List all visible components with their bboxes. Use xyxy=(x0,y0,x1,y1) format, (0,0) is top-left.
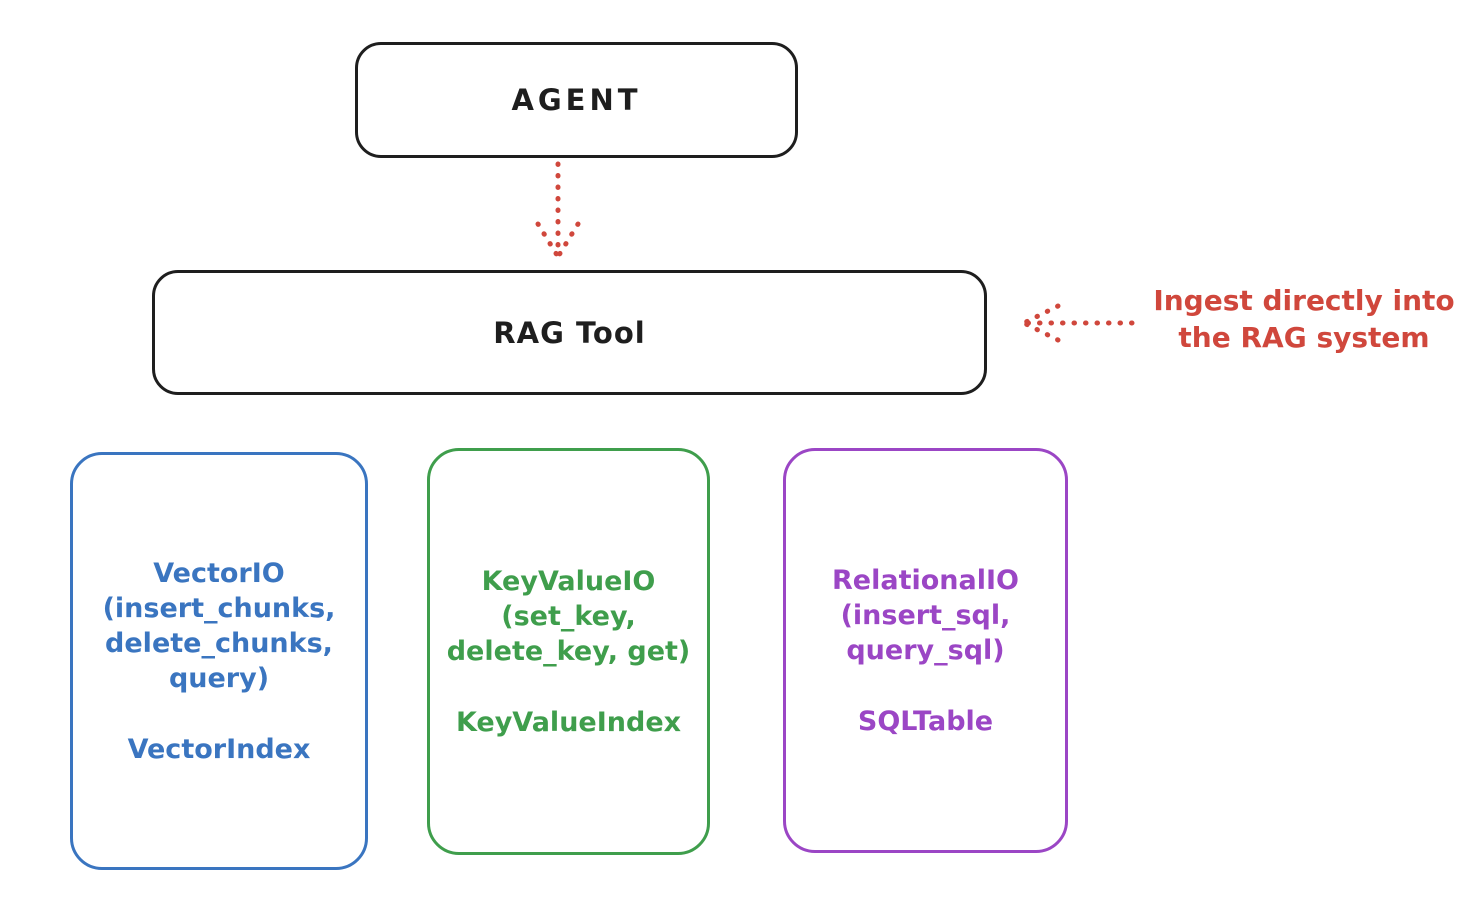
ingest-arrow-icon xyxy=(1021,303,1135,343)
keyvalue-index-label: KeyValueIndex xyxy=(455,706,682,738)
relational-io-line: query_sql) xyxy=(846,634,1005,666)
vector-io-line: query) xyxy=(168,662,270,694)
vector-io-line: delete_chunks, xyxy=(105,627,333,659)
ingest-annotation: Ingest directly into the RAG system xyxy=(1136,282,1472,356)
keyvalue-io-lines: KeyValueIO (set_key, delete_key, get) xyxy=(447,564,691,669)
relational-io-line: (insert_sql, xyxy=(840,599,1011,631)
agent-node: AGENT xyxy=(355,42,798,158)
vector-io-node: VectorIO (insert_chunks, delete_chunks, … xyxy=(70,452,368,870)
keyvalue-io-line: KeyValueIO xyxy=(481,565,656,597)
vector-io-line: (insert_chunks, xyxy=(102,592,336,624)
vector-index-label: VectorIndex xyxy=(127,733,311,765)
ingest-annotation-line1: Ingest directly into xyxy=(1153,284,1455,317)
agent-to-ragtool-arrow-icon xyxy=(535,161,581,258)
relational-io-lines: RelationalIO (insert_sql, query_sql) xyxy=(832,563,1019,668)
rag-tool-node-label: RAG Tool xyxy=(493,315,646,350)
rag-tool-node: RAG Tool xyxy=(152,270,987,395)
ingest-annotation-line2: the RAG system xyxy=(1178,321,1430,354)
relational-io-node: RelationalIO (insert_sql, query_sql) SQL… xyxy=(783,448,1068,853)
relational-io-line: RelationalIO xyxy=(832,564,1019,596)
vector-io-line: VectorIO xyxy=(153,557,285,589)
agent-node-label: AGENT xyxy=(511,83,642,117)
keyvalue-io-node: KeyValueIO (set_key, delete_key, get) Ke… xyxy=(427,448,710,855)
keyvalue-io-line: delete_key, get) xyxy=(446,635,691,667)
vector-io-lines: VectorIO (insert_chunks, delete_chunks, … xyxy=(103,556,336,696)
sql-table-label: SQLTable xyxy=(857,705,994,737)
keyvalue-io-line: (set_key, xyxy=(501,600,636,632)
